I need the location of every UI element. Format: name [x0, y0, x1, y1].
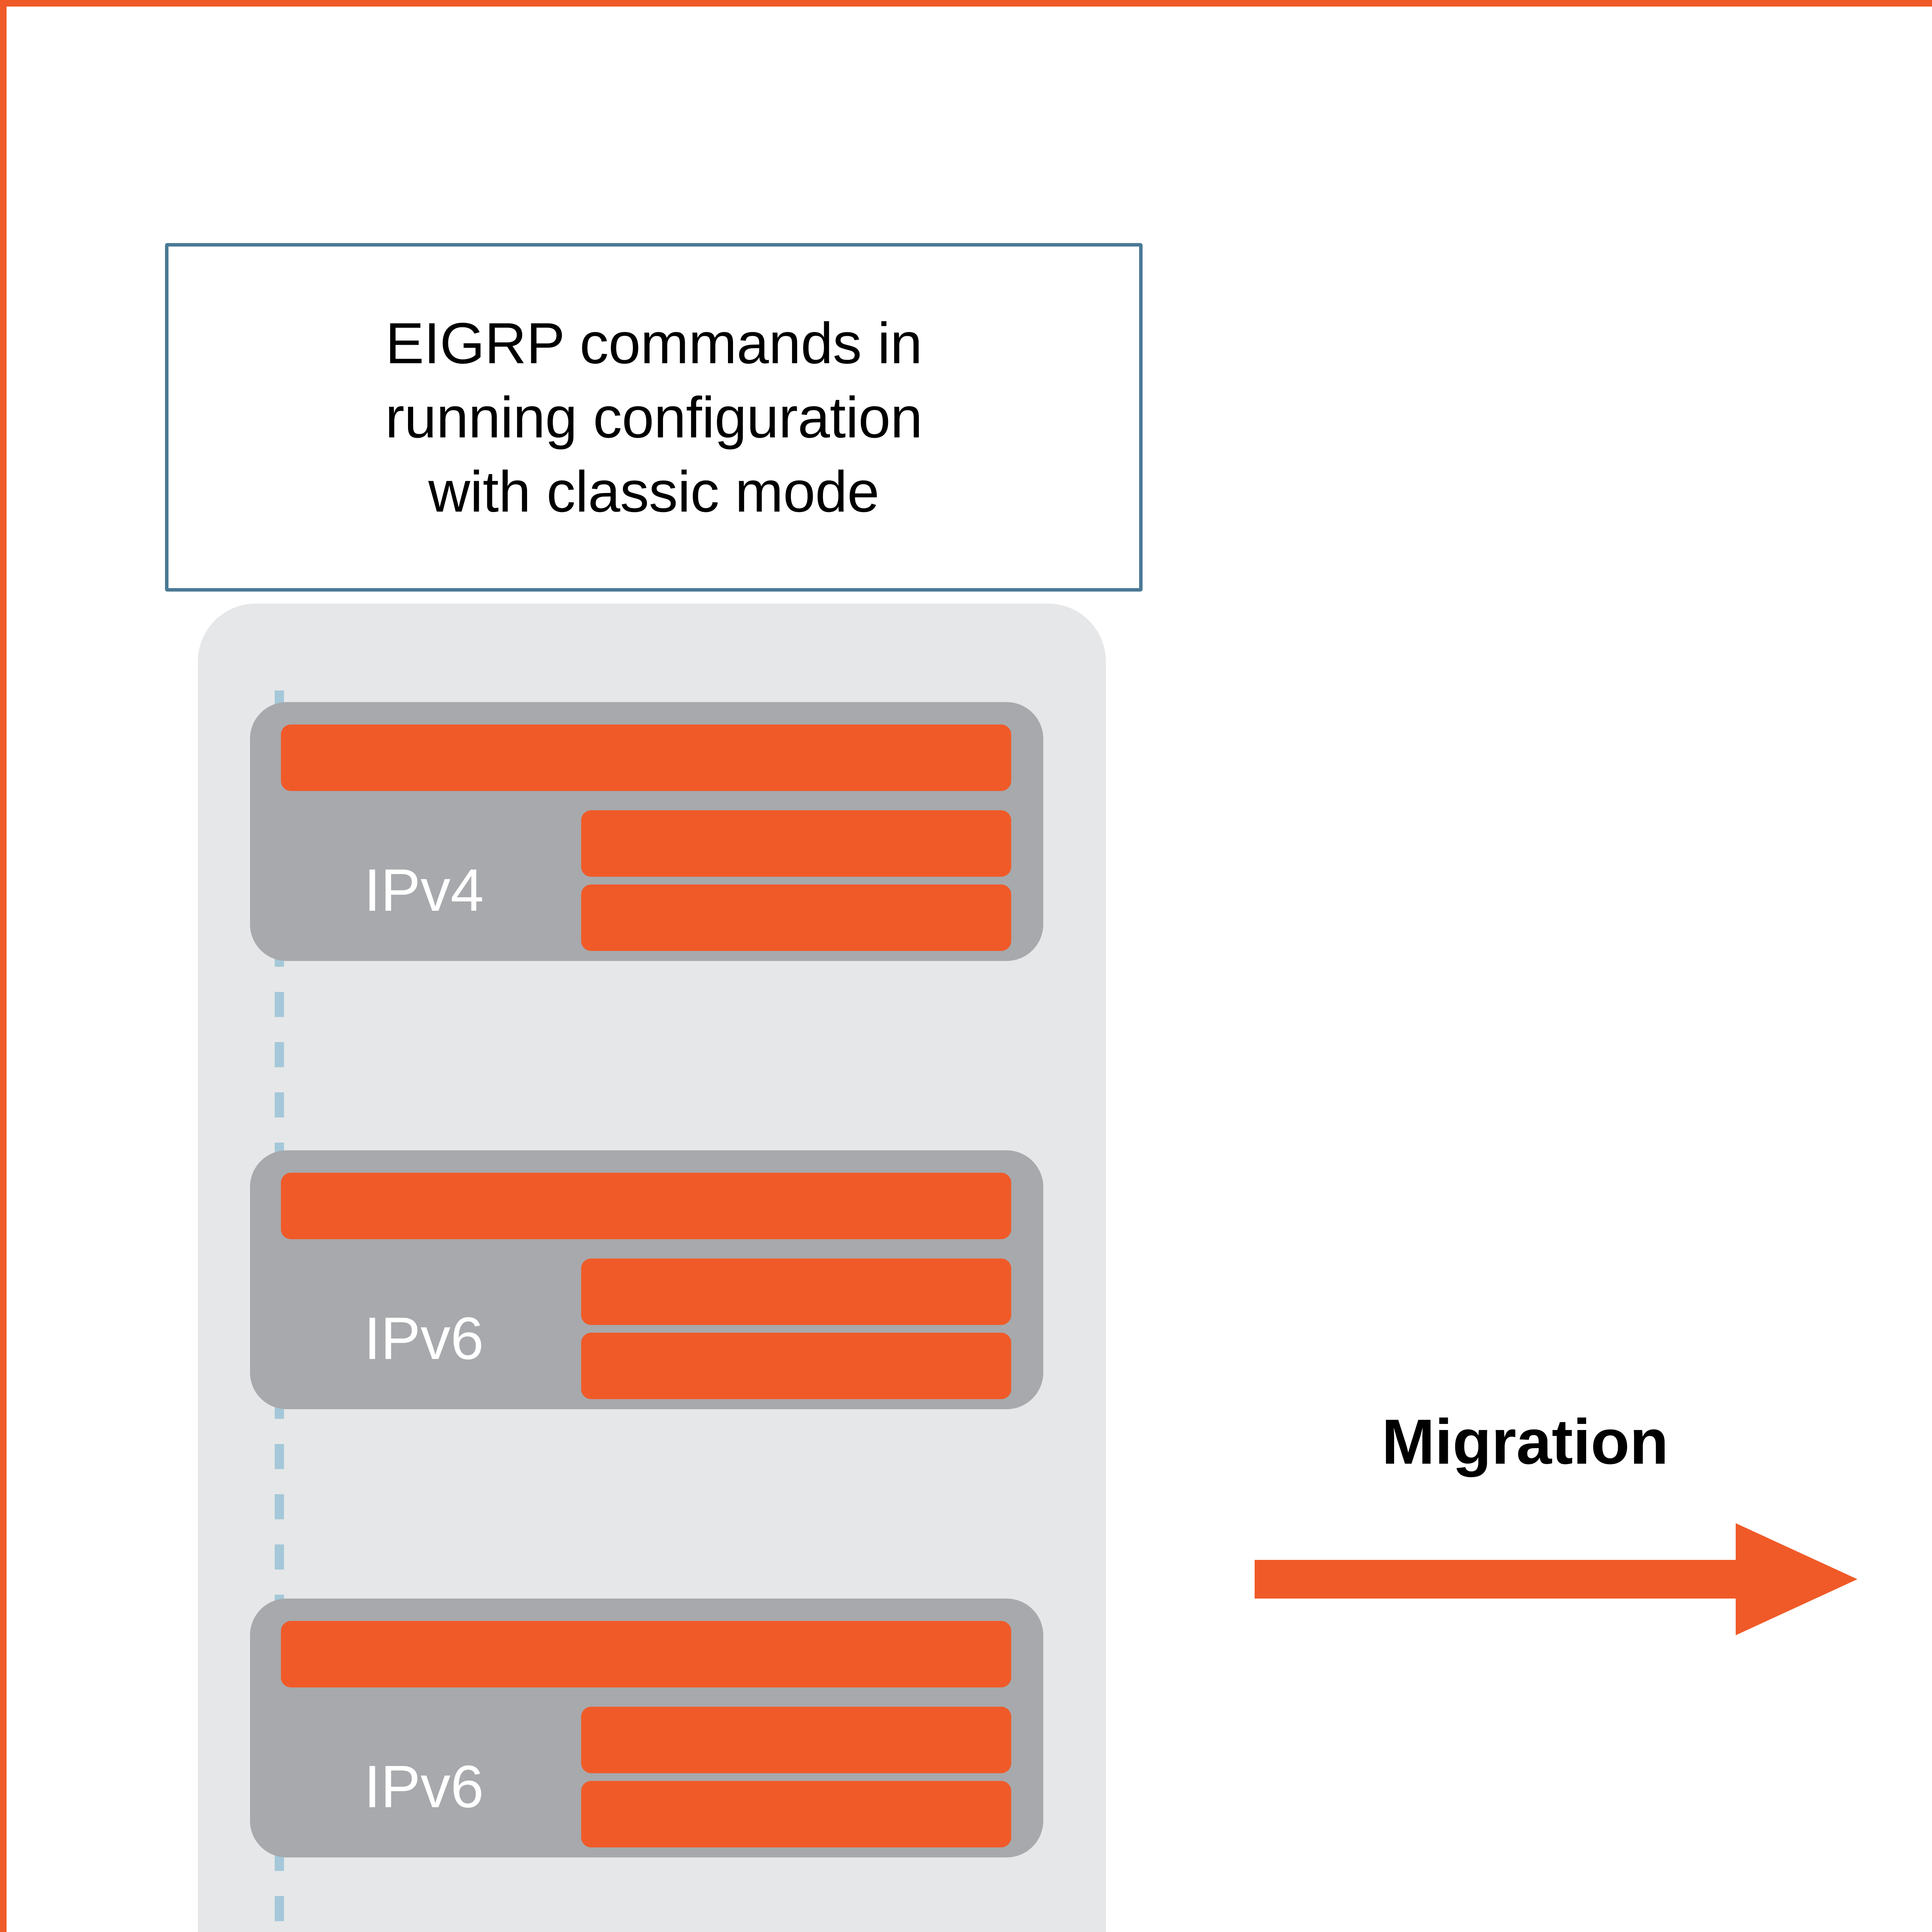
command-bar-indented: [581, 1707, 1011, 1773]
command-bar-indented: [581, 884, 1011, 951]
command-bar-indented: [581, 1333, 1011, 1399]
command-bar-full: [281, 1173, 1011, 1239]
command-bar-indented: [581, 1781, 1011, 1847]
block-protocol-label: IPv6: [364, 1753, 484, 1820]
command-bar-indented: [581, 1259, 1011, 1325]
classic-block-ipv6-2: IPv6: [250, 1599, 1043, 1857]
command-bar-full: [281, 1621, 1011, 1687]
classic-block-ipv6-1: IPv6: [250, 1150, 1043, 1409]
migration-label: Migration: [1381, 1406, 1669, 1477]
command-bar-indented: [581, 810, 1011, 877]
left-title-text: EIGRP commands in running configuration …: [385, 311, 923, 524]
left-title-box: EIGRP commands in running configuration …: [165, 243, 1143, 592]
command-bar-full: [281, 724, 1011, 791]
block-protocol-label: IPv4: [364, 857, 484, 923]
classic-block-ipv4-1: IPv4: [250, 702, 1043, 961]
migration-arrow-icon: [1255, 1523, 1857, 1635]
block-protocol-label: IPv6: [364, 1305, 484, 1372]
